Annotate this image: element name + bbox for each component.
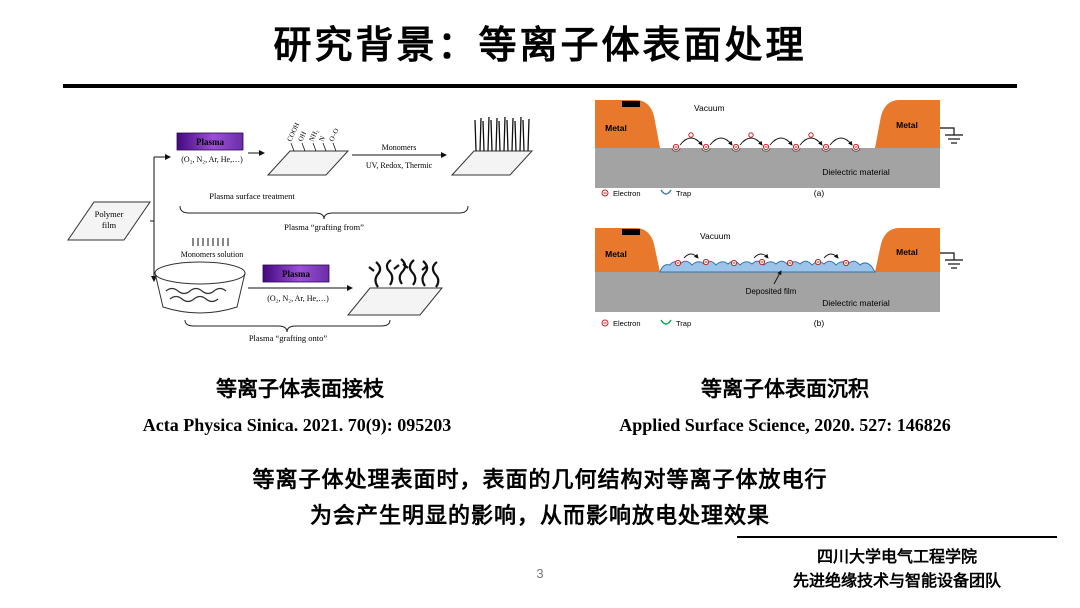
trap-legend-label-b: Trap — [676, 319, 691, 328]
deposited-film-label: Deposited film — [746, 287, 797, 296]
ground-symbol-b — [940, 252, 963, 269]
plasma-top-label: Plasma — [196, 137, 224, 147]
polymer-film-label-line2: film — [102, 220, 117, 230]
electrode-bar-b — [622, 229, 640, 235]
metal-label-b-right: Metal — [896, 247, 918, 257]
dielectric-label-a: Dielectric material — [822, 167, 890, 177]
plasma-grafting-diagram: Polymer film Plasma (O₂, N₂, Ar, He,…) — [67, 116, 534, 343]
plasma-box-top: Plasma — [176, 132, 244, 151]
polymer-film-sheet: Polymer film — [67, 201, 151, 241]
dielectric-block-b — [595, 272, 940, 312]
footer-affiliation-line1: 四川大学电气工程学院 — [816, 549, 977, 566]
title-divider — [63, 84, 1017, 88]
plasma-deposition-diagram: Vacuum Metal Metal — [595, 100, 963, 328]
right-figure-caption: 等离子体表面沉积 — [701, 377, 869, 401]
panel-a: Vacuum Metal Metal — [595, 100, 963, 198]
branch-connector — [150, 154, 171, 282]
grafting-onto-brace — [184, 319, 391, 333]
metal-electrode-a-right — [875, 100, 940, 148]
functional-group-label: OH — [297, 130, 309, 143]
vacuum-label-b: Vacuum — [700, 231, 731, 241]
polymer-film-label-line1: Polymer — [95, 209, 124, 219]
trap-icon-a — [660, 189, 672, 195]
monomer-dish — [154, 261, 246, 314]
grafted-onto-sheet — [346, 258, 444, 316]
footer-divider — [737, 536, 1057, 538]
trapped-electrons-a — [672, 143, 860, 151]
uv-redox-thermic-label: UV, Redox, Thermic — [366, 161, 433, 170]
deposited-film-pointer — [773, 270, 782, 285]
legend-a: Electron Trap (a) — [601, 188, 825, 198]
plasma-bottom-label: Plasma — [282, 269, 310, 279]
metal-label-a-left: Metal — [605, 123, 627, 133]
functional-group-label: N — [318, 135, 327, 143]
gases-bottom-label: (O₂, N₂, Ar, He,…) — [267, 294, 329, 303]
functional-group-label: O–O — [328, 127, 341, 143]
trap-legend-label-a: Trap — [676, 189, 691, 198]
plasma-box-bottom: Plasma — [262, 264, 330, 283]
monomers-solution-label: Monomers solution — [181, 250, 243, 259]
right-figure-reference: Applied Surface Science, 2020. 527: 1468… — [619, 415, 951, 435]
polymer-brushes — [474, 116, 530, 152]
grafting-onto-label: Plasma “grafting onto” — [249, 333, 328, 343]
grafting-from-brace — [179, 205, 469, 220]
left-figure-caption: 等离子体表面接枝 — [216, 377, 384, 401]
plasma-surface-treatment-label: Plasma surface treatment — [209, 191, 295, 201]
film-electrons-b — [674, 258, 850, 267]
panel-b-label: (b) — [814, 318, 825, 328]
key-statement-line1: 等离子体处理表面时，表面的几何结构对等离子体放电行 — [252, 467, 828, 492]
hopping-electrons-a — [688, 132, 814, 138]
electron-hop-arrows-b — [683, 253, 839, 259]
slide-title: 研究背景：等离子体表面处理 — [273, 25, 807, 67]
dielectric-label-b: Dielectric material — [822, 298, 890, 308]
dielectric-block-a — [595, 148, 940, 188]
functional-group-labels: COOH OH NH₂ N O–O — [286, 121, 341, 142]
metal-label-b-left: Metal — [605, 249, 627, 259]
monomer-strokes — [192, 238, 229, 246]
electron-legend-label-b: Electron — [613, 319, 641, 328]
treated-surface-sheet — [266, 142, 350, 176]
page-number: 3 — [536, 566, 544, 581]
panel-b: Vacuum Metal Metal Deposited film Dielec… — [595, 228, 963, 328]
ground-symbol-a — [940, 127, 963, 144]
left-figure-reference: Acta Physica Sinica. 2021. 70(9): 095203 — [142, 415, 452, 435]
trap-icon-b — [660, 319, 672, 325]
deposited-film-layer — [659, 260, 876, 273]
electrode-bar-a — [622, 101, 640, 107]
vacuum-label-a: Vacuum — [694, 103, 725, 113]
metal-electrode-a-left — [595, 100, 660, 148]
metal-electrode-b-right — [875, 228, 940, 272]
panel-a-label: (a) — [814, 188, 825, 198]
electron-hop-arrows-a — [679, 137, 853, 146]
footer-affiliation-line2: 先进绝缘技术与智能设备团队 — [792, 573, 1001, 590]
functional-group-bonds — [290, 142, 337, 152]
grafted-brush-sheet — [450, 116, 534, 176]
monomers-label: Monomers — [382, 143, 417, 152]
gases-top-label: (O₂, N₂, Ar, He,…) — [181, 155, 243, 164]
grafting-from-label: Plasma “grafting from” — [284, 222, 364, 232]
legend-b: Electron Trap (b) — [601, 318, 825, 328]
key-statement-line2: 为会产生明显的影响，从而影响放电处理效果 — [309, 503, 770, 528]
grafted-chains — [368, 258, 440, 288]
electron-legend-label-a: Electron — [613, 189, 641, 198]
metal-label-a-right: Metal — [896, 120, 918, 130]
metal-electrode-b-left — [595, 228, 660, 272]
